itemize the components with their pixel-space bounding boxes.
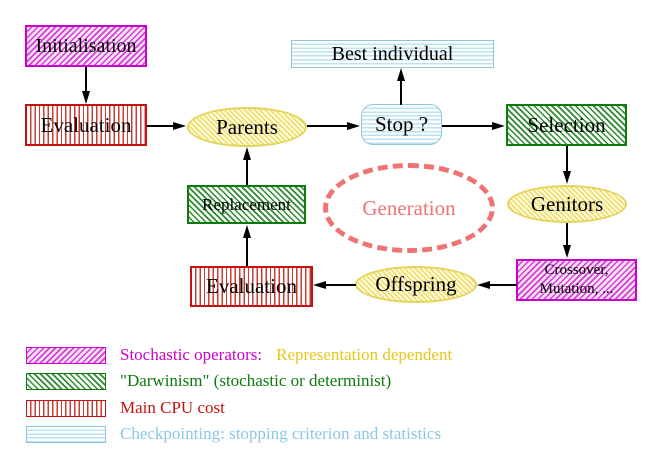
arrow-selection-to-genitors-line <box>566 146 568 172</box>
arrow-initialisation-to-evaluation-head <box>81 91 90 104</box>
arrow-replacement-to-parents-line <box>246 159 248 185</box>
node-evaluation-top: Evaluation <box>25 104 147 146</box>
node-evaluation-bottom: Evaluation <box>190 266 313 307</box>
node-crossover-line1: Crossover, <box>544 262 609 279</box>
node-stop-label: Stop ? <box>374 112 429 136</box>
arrow-stop-to-selection-head <box>492 121 505 130</box>
node-replacement: Replacement <box>187 185 306 224</box>
node-genitors-label: Genitors <box>530 191 604 216</box>
legend-label-representation-dependent: Representation dependent <box>276 345 453 364</box>
node-replacement-label: Replacement <box>202 194 291 214</box>
generation-label: Generation <box>362 195 456 220</box>
arrow-initialisation-to-evaluation-line <box>85 67 87 93</box>
arrow-evaluation-to-replacement-head <box>242 225 251 238</box>
node-selection: Selection <box>506 104 627 146</box>
node-offspring: Offspring <box>355 266 477 303</box>
legend-swatch-green-diagonal-hatch <box>26 372 106 390</box>
node-parents-label: Parents <box>216 114 278 139</box>
arrow-parents-to-stop-line <box>307 125 348 127</box>
arrow-stop-to-best-individual-head <box>396 68 405 81</box>
legend-swatch-magenta-diagonal-hatch <box>26 346 106 364</box>
node-evaluation-bottom-label: Evaluation <box>206 274 297 298</box>
node-best-individual-label: Best individual <box>331 42 454 65</box>
arrow-offspring-to-evaluation-line <box>326 284 356 286</box>
arrow-evaluation-to-parents-head <box>173 121 186 130</box>
arrow-evaluation-to-parents-line <box>147 125 174 127</box>
node-stop: Stop ? <box>361 104 442 145</box>
node-initialisation-label: Initialisation <box>35 34 137 57</box>
legend-swatch-cyan-horizontal-stripes <box>26 425 106 443</box>
arrow-stop-to-best-individual-line <box>400 80 402 105</box>
generation-cycle-ellipse: Generation <box>323 163 495 253</box>
arrow-stop-to-selection-line <box>442 125 493 127</box>
legend-row-checkpointing: Checkpointing: stopping criterion and st… <box>26 424 441 444</box>
node-selection-label: Selection <box>527 112 606 137</box>
legend-row-darwinism: "Darwinism" (stochastic or determinist) <box>26 371 391 391</box>
arrow-evaluation-to-replacement-line <box>246 237 248 266</box>
node-parents: Parents <box>187 107 307 147</box>
node-initialisation: Initialisation <box>25 25 147 67</box>
node-genitors: Genitors <box>507 185 627 223</box>
node-evaluation-top-label: Evaluation <box>40 112 132 137</box>
legend-row-stochastic-operators: Stochastic operators: Representation dep… <box>26 345 452 365</box>
arrow-genitors-to-crossover-line <box>566 223 568 246</box>
arrow-crossover-to-offspring-line <box>490 284 517 286</box>
legend-swatch-red-vertical-stripes <box>26 399 106 417</box>
arrow-selection-to-genitors-head <box>562 171 571 184</box>
legend-label-main-cpu-cost: Main CPU cost <box>120 398 225 417</box>
legend-label-stochastic-operators: Stochastic operators: <box>120 345 263 364</box>
node-crossover-line2: Mutation, ... <box>539 281 614 297</box>
legend-label-darwinism: "Darwinism" (stochastic or determinist) <box>120 371 392 390</box>
legend-label-checkpointing: Checkpointing: stopping criterion and st… <box>120 424 442 443</box>
arrow-offspring-to-evaluation-head <box>313 280 326 289</box>
arrow-replacement-to-parents-head <box>242 147 251 160</box>
arrow-parents-to-stop-head <box>347 121 360 130</box>
arrow-crossover-to-offspring-head <box>477 280 490 289</box>
arrow-genitors-to-crossover-head <box>562 245 571 258</box>
node-offspring-label: Offspring <box>375 272 457 296</box>
node-best-individual: Best individual <box>291 40 494 68</box>
node-crossover-mutation: Crossover, Mutation, ... <box>516 259 637 301</box>
legend-row-main-cpu-cost: Main CPU cost <box>26 398 225 418</box>
